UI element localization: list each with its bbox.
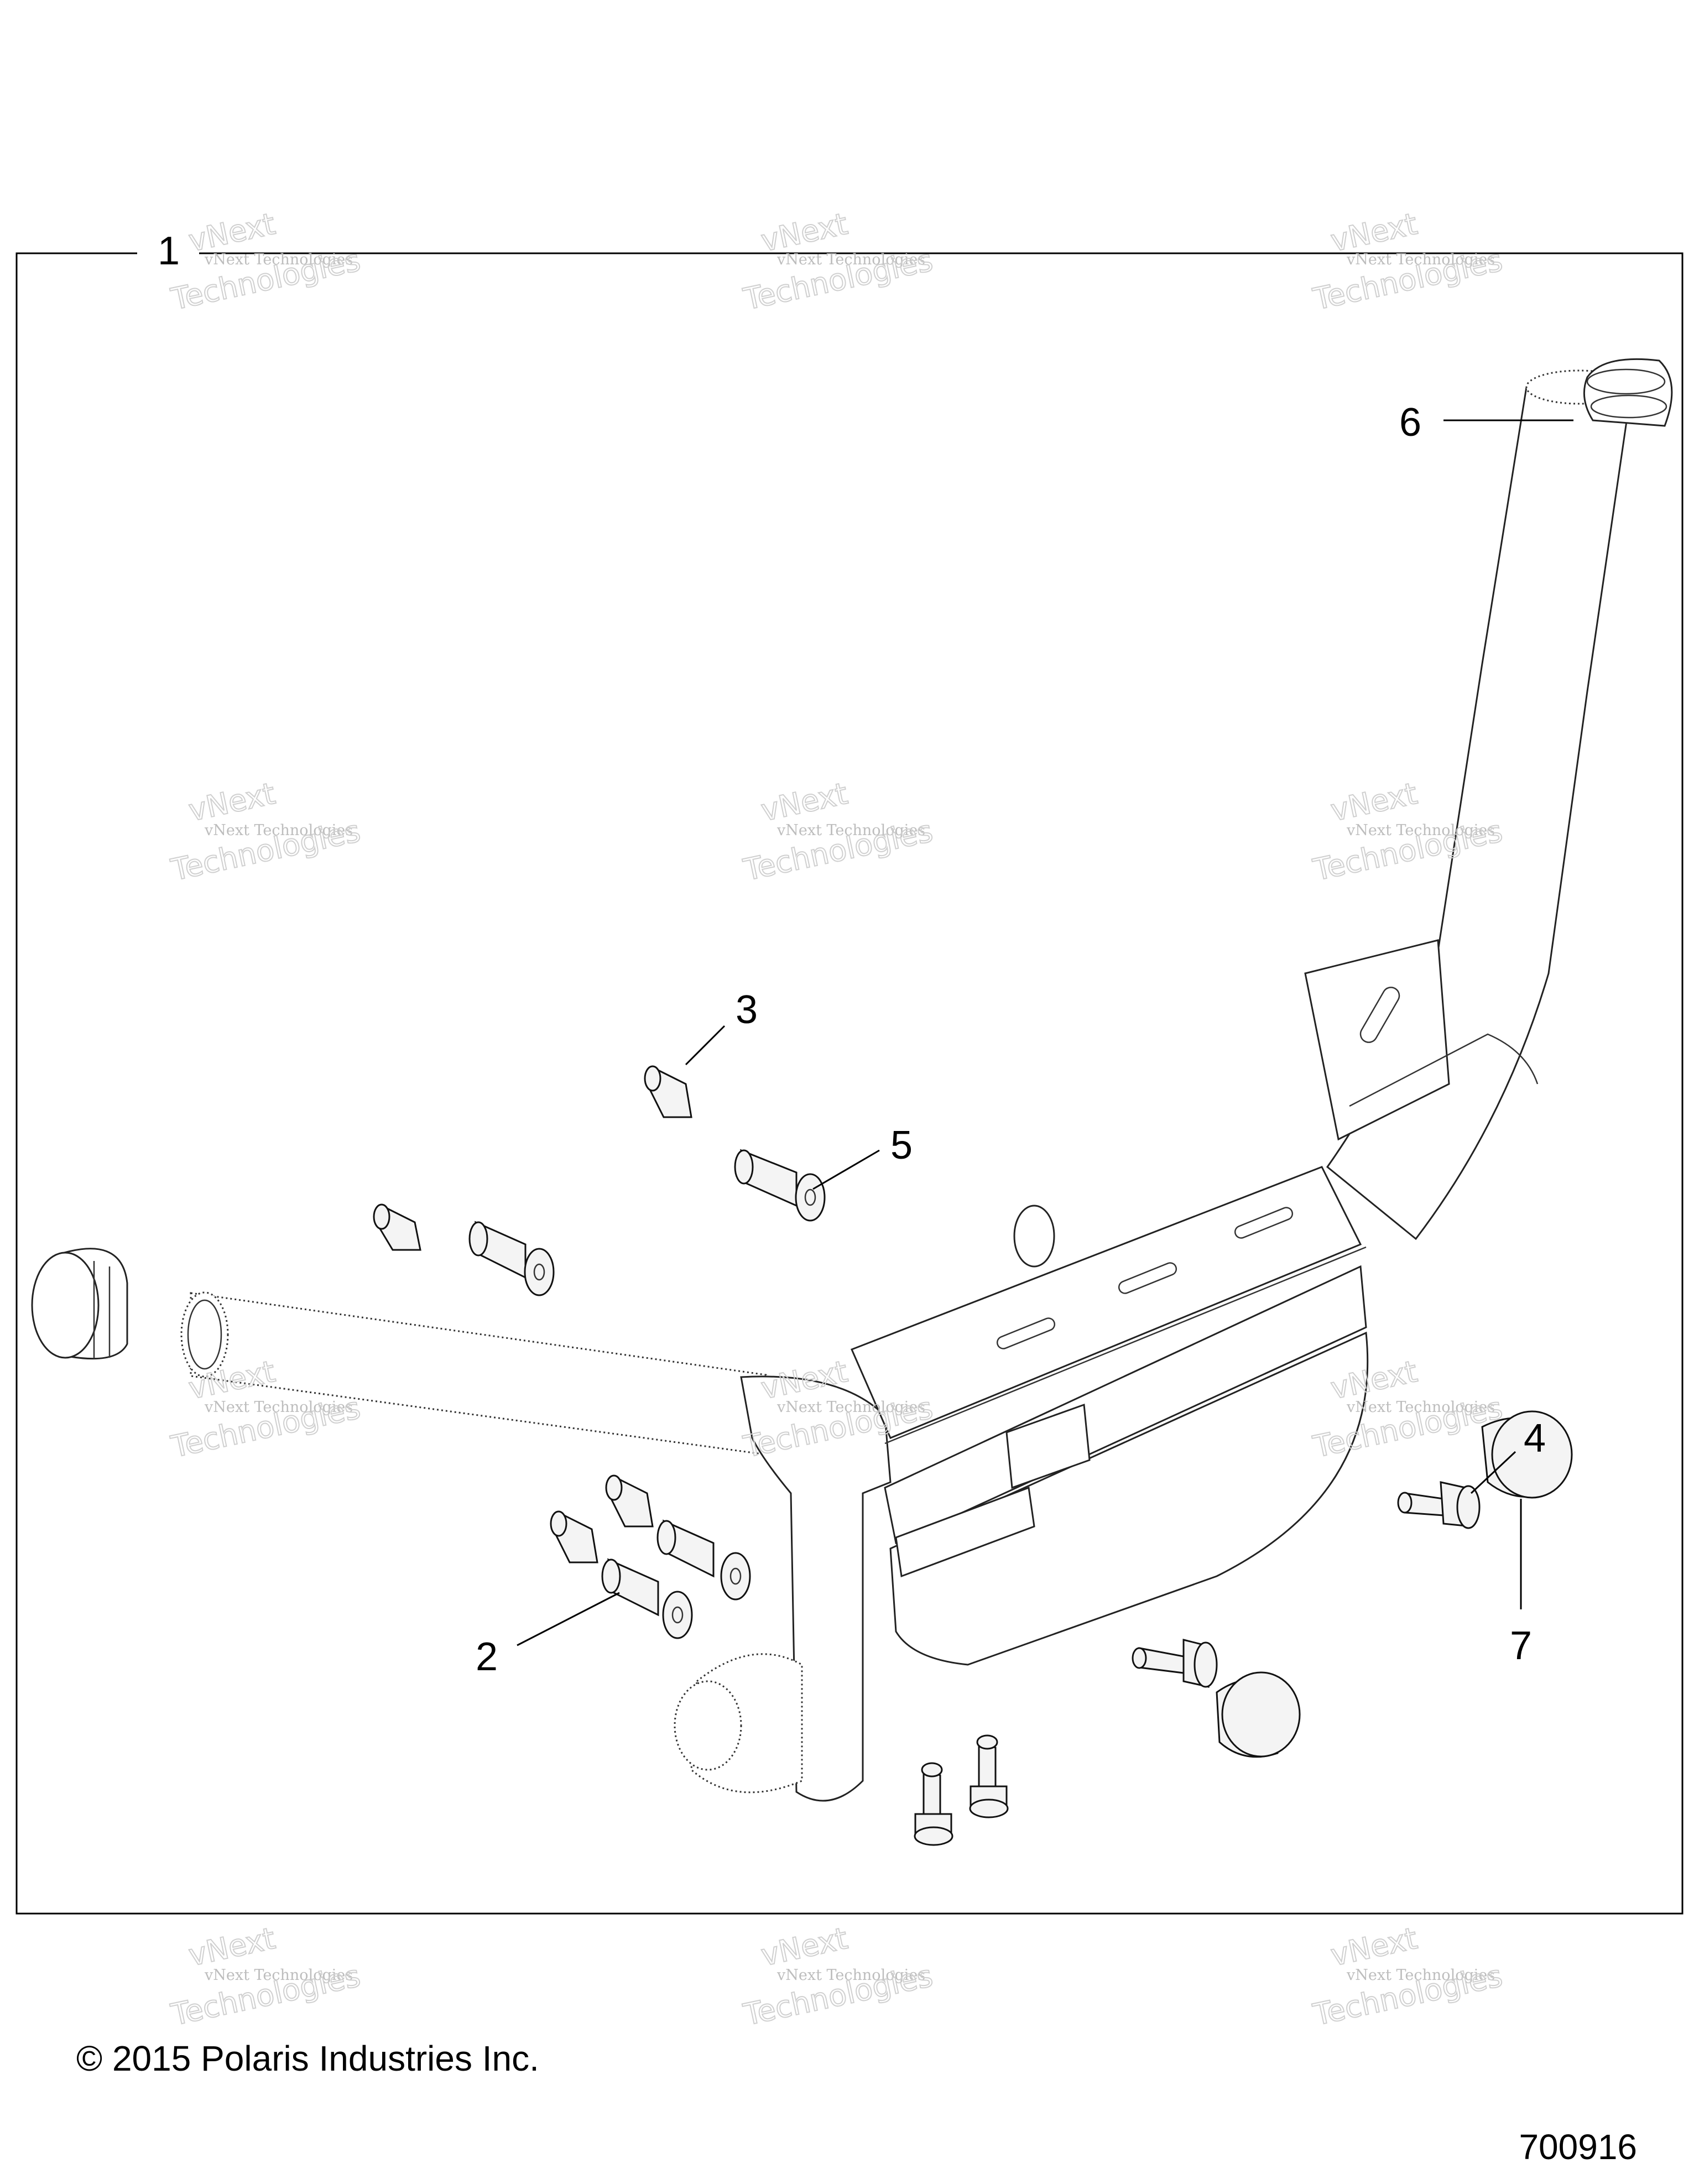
callout-7: 7 [1510, 1624, 1532, 1668]
guard-frame [180, 369, 1633, 1802]
svg-text:vNext: vNext [186, 776, 278, 828]
copyright-notice: © 2015 Polaris Industries Inc. [76, 2039, 539, 2078]
end-cap-top [1583, 358, 1673, 427]
callout-1: 1 [158, 229, 180, 273]
leader-lines [517, 419, 1573, 1646]
end-cap-left [31, 1248, 128, 1360]
callout-5: 5 [890, 1123, 913, 1167]
svg-text:vNext Technologies: vNext Technologies [204, 251, 353, 268]
svg-text:vNext Technologies: vNext Technologies [776, 251, 925, 268]
svg-text:vNext Technologies: vNext Technologies [776, 1399, 925, 1416]
svg-text:vNext Technologies: vNext Technologies [204, 1399, 353, 1416]
kit-boundary-box [15, 252, 1684, 1915]
svg-text:vNext Technologies: vNext Technologies [204, 822, 353, 839]
callout-3: 3 [736, 988, 758, 1032]
svg-text:vNext Technologies: vNext Technologies [776, 1967, 925, 1984]
svg-text:vNext: vNext [1328, 1921, 1420, 1973]
callout-labels: 1 2 3 4 5 6 7 [158, 229, 1546, 1679]
insert-nut-5 [734, 1149, 826, 1222]
svg-text:vNext: vNext [1328, 776, 1420, 828]
svg-text:vNext Technologies: vNext Technologies [1346, 822, 1495, 839]
svg-text:vNext Technologies: vNext Technologies [1346, 1399, 1495, 1416]
flange-bolt-4 [1397, 1481, 1481, 1529]
svg-text:vNext: vNext [186, 1921, 278, 1973]
plug-cap-7 [1481, 1410, 1573, 1499]
svg-text:vNext Technologies: vNext Technologies [1346, 1967, 1495, 1984]
svg-text:vNext Technologies: vNext Technologies [204, 1967, 353, 1984]
svg-text:vNext: vNext [758, 1921, 851, 1973]
svg-text:vNext Technologies: vNext Technologies [776, 822, 925, 839]
callout-2: 2 [476, 1635, 498, 1679]
callout-4: 4 [1524, 1416, 1546, 1461]
flange-bolts-lower [914, 1639, 1218, 1846]
svg-text:vNext: vNext [758, 776, 851, 828]
plug-cap-lower [1216, 1671, 1301, 1758]
insert-nut-set-mid [373, 1203, 555, 1296]
callout-6: 6 [1399, 400, 1421, 445]
insert-nut-set-2 [550, 1474, 751, 1639]
insert-nut-3 [644, 1065, 692, 1118]
figure-number: 700916 [1519, 2127, 1637, 2167]
svg-text:vNext Technologies: vNext Technologies [1346, 251, 1495, 268]
